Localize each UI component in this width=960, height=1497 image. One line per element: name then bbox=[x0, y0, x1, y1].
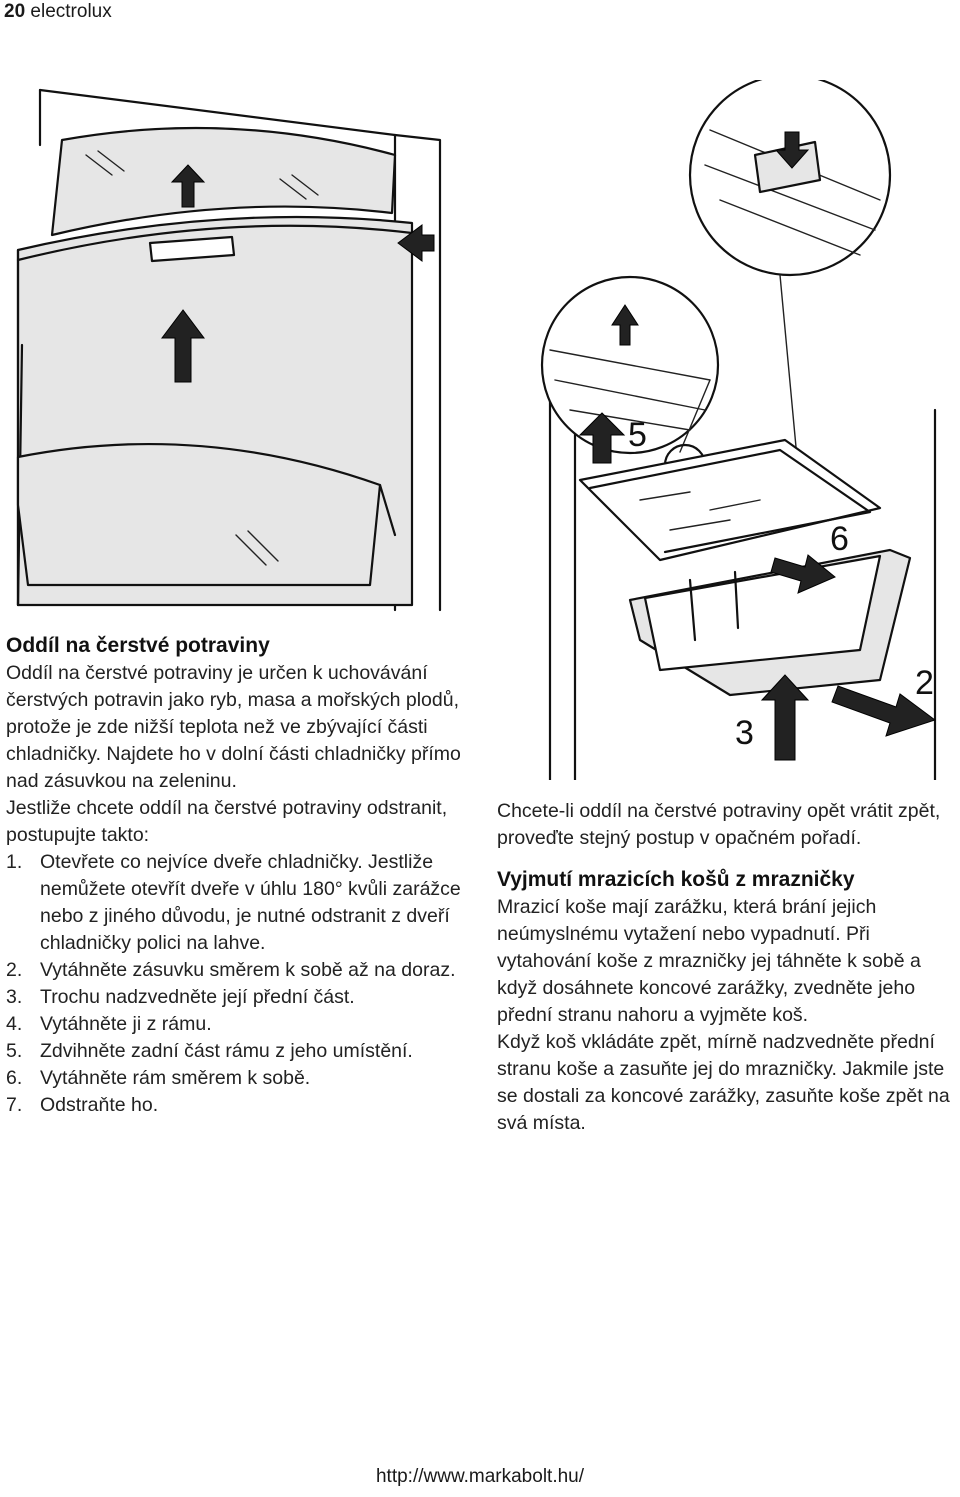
list-item: 7.Odstraňte ho. bbox=[6, 1094, 159, 1116]
fresh-food-drawer-illustration: 5 6 2 3 bbox=[540, 80, 937, 780]
list-item: 6.Vytáhněte rám směrem k sobě. bbox=[6, 1067, 311, 1089]
freezer-baskets-illustration bbox=[16, 88, 442, 612]
footer-url[interactable]: http://www.markabolt.hu/ bbox=[375, 1466, 585, 1487]
removal-steps-list: 1.Otevřete co nejvíce dveře chladničky. … bbox=[6, 849, 484, 1119]
section-title-freezer-baskets: Vyjmutí mrazicích košů z mrazničky bbox=[497, 868, 855, 891]
step-label-3: 3 bbox=[735, 714, 754, 752]
freezer-baskets-para-2: Když koš vkládáte zpět, mírně nadzvednět… bbox=[497, 1031, 950, 1134]
fresh-food-intro: Oddíl na čerstvé potraviny je určen k uc… bbox=[6, 662, 461, 792]
fresh-food-lead: Jestliže chcete oddíl na čerstvé potravi… bbox=[6, 797, 448, 846]
step-label-2: 2 bbox=[915, 664, 934, 702]
section-title-fresh-food: Oddíl na čerstvé potraviny bbox=[6, 634, 270, 657]
list-item: 5.Zdvihněte zadní část rámu z jeho umíst… bbox=[6, 1040, 413, 1062]
list-item: 1.Otevřete co nejvíce dveře chladničky. … bbox=[6, 851, 461, 954]
brand-name: electrolux bbox=[30, 1, 112, 22]
page-header: 20 electrolux bbox=[4, 0, 112, 24]
right-column: Chcete-li oddíl na čerstvé potraviny opě… bbox=[497, 798, 959, 1137]
step-label-6: 6 bbox=[830, 520, 849, 558]
freezer-baskets-para-1: Mrazicí koše mají zarážku, která brání j… bbox=[497, 896, 921, 1026]
list-item: 4.Vytáhněte ji z rámu. bbox=[6, 1013, 212, 1035]
step-label-5: 5 bbox=[628, 416, 647, 454]
list-item: 2.Vytáhněte zásuvku směrem k sobě až na … bbox=[6, 959, 456, 981]
reassembly-note: Chcete-li oddíl na čerstvé potraviny opě… bbox=[497, 800, 941, 849]
list-item: 3.Trochu nadzvedněte její přední část. bbox=[6, 986, 355, 1008]
left-column: Oddíl na čerstvé potraviny Oddíl na čers… bbox=[6, 632, 484, 1119]
page-number: 20 bbox=[4, 1, 26, 22]
